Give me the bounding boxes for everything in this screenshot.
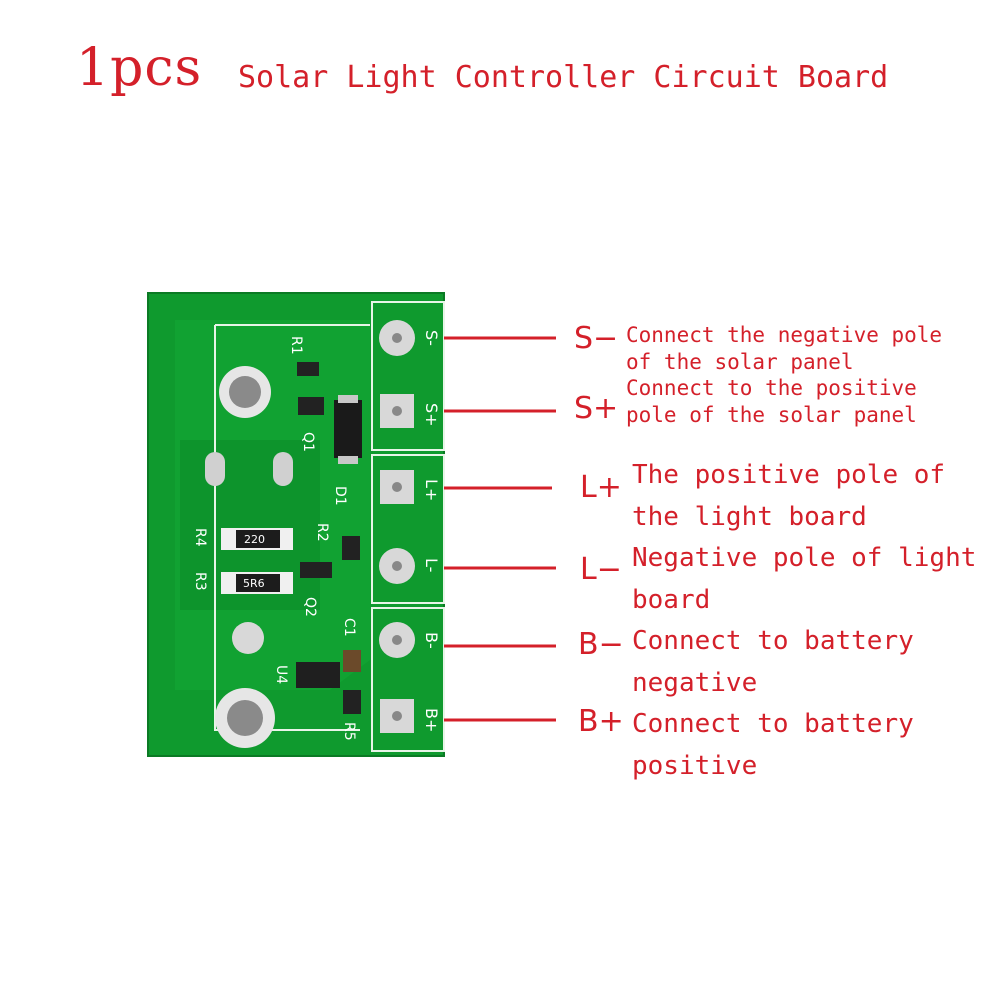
pin-desc-line: Connect to battery xyxy=(632,626,914,656)
label-q1: Q1 xyxy=(300,432,316,452)
label-r4: R4 xyxy=(192,528,208,547)
pin-desc-line: board xyxy=(632,585,711,615)
pin-desc-line: the light board xyxy=(632,502,867,532)
pin-desc-line: pole of the solar panel xyxy=(626,403,917,427)
pad-label-s-minus: S- xyxy=(422,330,441,346)
pad-label-l-minus: L- xyxy=(422,558,441,572)
pin-desc-s-plus: Connect to the positive pole of the sola… xyxy=(626,375,917,429)
pin-desc-line: negative xyxy=(632,668,758,698)
label-r3: R3 xyxy=(192,572,208,591)
label-r1: R1 xyxy=(288,336,304,355)
pin-code-b-minus: B− xyxy=(578,627,624,662)
pin-desc-line: Connect to the positive xyxy=(626,376,917,400)
pin-desc-b-plus: Connect to battery positive xyxy=(632,703,914,787)
pin-code-b-plus: B+ xyxy=(578,704,624,739)
label-c1: C1 xyxy=(341,618,357,637)
pad-label-b-minus: B- xyxy=(422,632,441,649)
pin-desc-line: Negative pole of light xyxy=(632,543,977,573)
label-q2: Q2 xyxy=(302,597,318,617)
resistor-marking-r4: 220 xyxy=(244,533,265,546)
pin-code-s-plus: S+ xyxy=(574,391,619,426)
pin-desc-l-plus: The positive pole of the light board xyxy=(632,454,945,538)
pin-desc-line: Connect to battery xyxy=(632,709,914,739)
pin-desc-l-minus: Negative pole of light board xyxy=(632,537,976,621)
pad-label-s-plus: S+ xyxy=(422,403,441,427)
pin-desc-b-minus: Connect to battery negative xyxy=(632,620,914,704)
label-u4: U4 xyxy=(273,665,289,684)
pin-desc-line: The positive pole of xyxy=(632,460,946,490)
title-product-name: Solar Light Controller Circuit Board xyxy=(238,60,889,95)
title-quantity: 1pcs xyxy=(76,38,203,98)
label-r2: R2 xyxy=(314,523,330,542)
pin-desc-line: of the solar panel xyxy=(626,350,854,374)
pin-desc-line: positive xyxy=(632,751,758,781)
label-d1: D1 xyxy=(332,486,348,506)
pin-code-l-plus: L+ xyxy=(580,470,622,505)
resistor-marking-r3: 5R6 xyxy=(243,577,265,590)
pin-desc-s-minus: Connect the negative pole of the solar p… xyxy=(626,322,942,376)
pin-desc-line: Connect the negative pole xyxy=(626,323,943,347)
pin-code-s-minus: S− xyxy=(574,321,619,356)
label-r5: R5 xyxy=(341,722,357,741)
pad-label-b-plus: B+ xyxy=(422,708,441,732)
pad-label-l-plus: L+ xyxy=(422,479,441,501)
pin-code-l-minus: L− xyxy=(580,552,622,587)
